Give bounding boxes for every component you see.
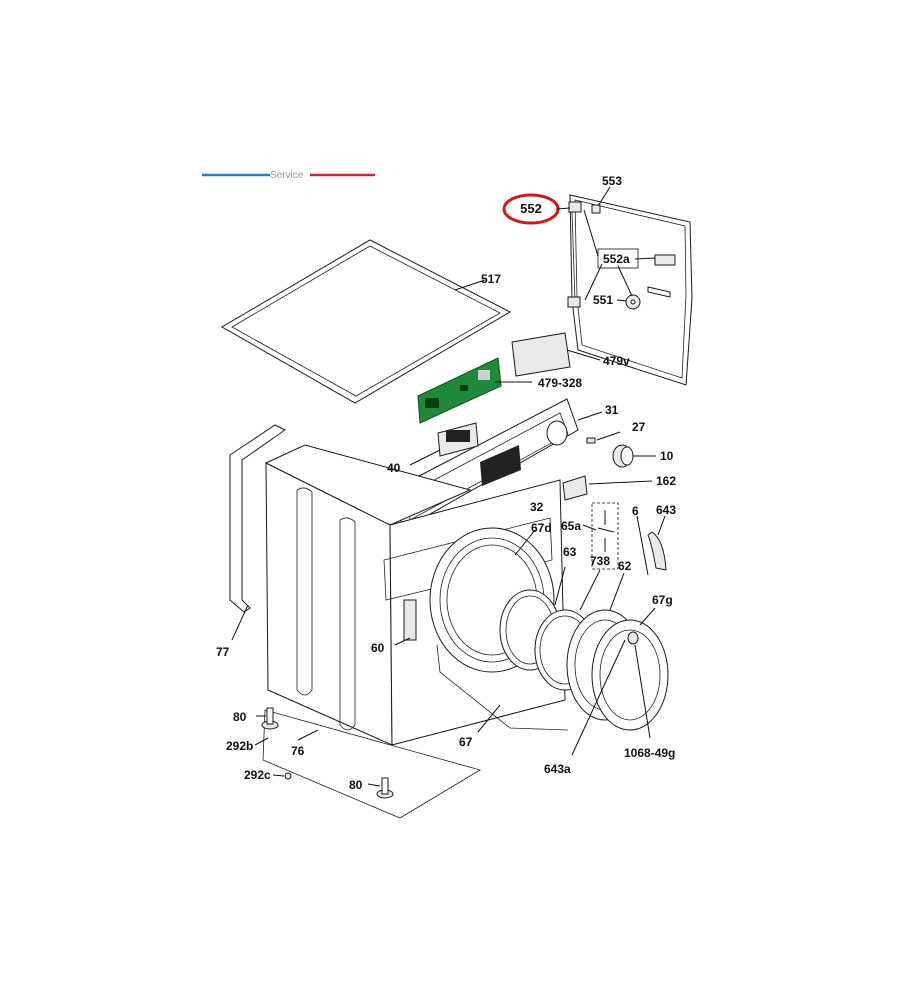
part-lock-162 [562, 475, 653, 501]
part-27 [586, 431, 621, 444]
label-643: 643 [656, 503, 676, 517]
label-31: 31 [605, 403, 619, 417]
label-643a: 643a [544, 762, 571, 776]
part-display-board [409, 422, 479, 466]
label-80-right: 80 [349, 778, 363, 792]
label-32: 32 [530, 500, 544, 514]
label-67g: 67g [652, 593, 673, 607]
label-552a: 552a [603, 252, 630, 266]
label-292b: 292b [226, 739, 253, 753]
label-738: 738 [590, 554, 610, 568]
label-77: 77 [216, 645, 230, 659]
label-40: 40 [387, 461, 401, 475]
part-labels: 553 552a 551 517 479v 479-328 31 27 10 4… [216, 174, 676, 792]
label-10: 10 [660, 449, 674, 463]
label-62: 62 [618, 559, 632, 573]
part-knob-10 [612, 444, 656, 468]
service-header-text: Service [270, 170, 304, 181]
label-63: 63 [563, 545, 577, 559]
part-hinge-kit-65a [582, 502, 619, 570]
part-pcb [417, 357, 532, 424]
part-hinge-lower [567, 296, 581, 308]
label-517: 517 [481, 272, 501, 286]
part-gasket-67 [436, 644, 569, 733]
label-162: 162 [656, 474, 676, 488]
part-door-67g [591, 607, 669, 731]
label-552: 552 [520, 201, 542, 216]
service-header: Service [202, 170, 375, 181]
label-1068-49g: 1068-49g [624, 746, 675, 760]
label-6: 6 [632, 504, 639, 518]
label-76: 76 [291, 744, 305, 758]
part-side-seal-77 [229, 424, 286, 641]
label-27: 27 [632, 420, 646, 434]
label-553: 553 [602, 174, 622, 188]
highlight-552[interactable]: 552 [502, 193, 560, 225]
part-latch-552a [647, 254, 676, 298]
part-insert-479v [511, 332, 601, 377]
part-screw-292c [272, 772, 292, 780]
part-foot-80-left [254, 707, 279, 746]
part-top-cover [221, 239, 512, 404]
label-292c: 292c [244, 768, 271, 782]
label-80-left: 80 [233, 710, 247, 724]
label-60: 60 [371, 641, 385, 655]
door-panel-leaders [556, 186, 656, 302]
label-65a: 65a [561, 519, 581, 533]
part-foot-80-right [367, 777, 394, 799]
part-hinge-upper [568, 201, 601, 214]
label-551: 551 [593, 293, 613, 307]
part-hinge-60 [394, 599, 417, 646]
label-479-328: 479-328 [538, 376, 582, 390]
label-67d: 67d [531, 521, 552, 535]
part-handle-643 [636, 515, 667, 576]
label-67: 67 [459, 735, 473, 749]
door-leaders [571, 639, 651, 756]
part-knob-551 [625, 294, 641, 310]
part-base-plate [262, 709, 482, 819]
label-479v: 479v [603, 354, 630, 368]
